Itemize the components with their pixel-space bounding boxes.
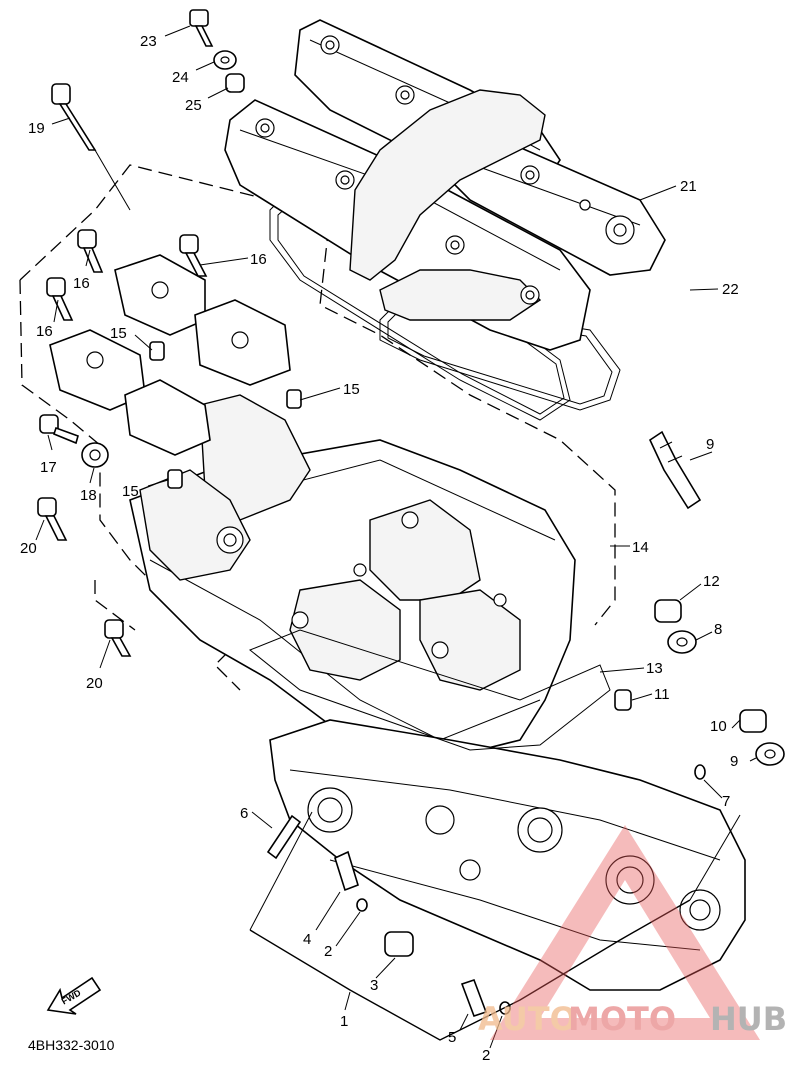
plug-3 <box>384 931 414 957</box>
valve-cover-assembly <box>224 19 666 421</box>
bolt-16b <box>179 234 208 277</box>
washer-9b <box>755 742 785 766</box>
leader-lines <box>35 25 757 1049</box>
washer-9a <box>667 630 697 654</box>
watermark-logo: AUTO MOTO HUB <box>478 825 787 1040</box>
callout-9b: 9 <box>730 753 738 770</box>
o-ring-7 <box>694 764 706 780</box>
callout-3: 3 <box>370 977 378 994</box>
callout-5: 5 <box>448 1029 456 1046</box>
watermark-text-moto: MOTO <box>568 1000 676 1038</box>
callout-24: 24 <box>172 69 189 86</box>
callout-25: 25 <box>185 97 202 114</box>
callout-9a: 8 <box>714 621 722 638</box>
callout-15c: 15 <box>122 483 139 500</box>
callout-15a: 15 <box>110 325 127 342</box>
callout-4: 4 <box>303 931 311 948</box>
document-number: 4BH332-3010 <box>28 1037 115 1053</box>
bolt-16a <box>77 229 104 273</box>
dowel-15 <box>149 341 302 489</box>
callout-17: 17 <box>40 459 57 476</box>
cap-nut-10 <box>739 709 767 733</box>
stud-6 <box>266 814 302 860</box>
washer-24 <box>213 50 237 70</box>
cam-caps <box>49 254 291 456</box>
callout-10: 10 <box>710 718 727 735</box>
callout-18: 18 <box>80 487 97 504</box>
callout-2a: 2 <box>324 943 332 960</box>
callout-19: 19 <box>28 120 45 137</box>
bolt-16c <box>46 277 74 321</box>
callout-7: 7 <box>722 793 730 810</box>
head-gasket <box>249 629 611 751</box>
guide-5 <box>460 978 488 1018</box>
callout-20b: 20 <box>86 675 103 692</box>
callout-23: 23 <box>140 33 157 50</box>
callout-11: 12 <box>703 573 720 590</box>
callout-2b: 2 <box>482 1047 490 1064</box>
watermark-text-hub: HUB <box>710 1000 787 1038</box>
clip-2a <box>356 898 368 912</box>
spark-plug-8 <box>648 430 702 510</box>
watermark-text-auto: AUTO <box>478 1000 577 1038</box>
callout-21: 21 <box>680 178 697 195</box>
forward-arrow: FWD <box>46 976 102 1015</box>
callout-16b: 16 <box>250 251 267 268</box>
bolt-20a <box>37 497 68 541</box>
callout-13: 13 <box>646 660 663 677</box>
callout-20a: 20 <box>20 540 37 557</box>
callout-22: 22 <box>722 281 739 298</box>
cap-nut-11 <box>654 599 682 623</box>
bolt-20b <box>104 619 132 657</box>
cylinder-head <box>129 394 746 991</box>
grommet-25 <box>225 73 245 93</box>
callout-8: 9 <box>706 436 714 453</box>
washer-18 <box>81 442 109 468</box>
callout-15b: 15 <box>343 381 360 398</box>
callout-1: 1 <box>340 1013 348 1030</box>
watermark-triangle-icon <box>490 825 760 1040</box>
guide-4 <box>334 850 359 892</box>
callout-12: 11 <box>654 686 670 703</box>
callout-6: 6 <box>240 805 248 822</box>
callout-16c: 16 <box>36 323 53 340</box>
bolt-17 <box>39 414 79 445</box>
bolt-23 <box>189 9 214 47</box>
callout-16a: 16 <box>73 275 90 292</box>
callout-14: 14 <box>632 539 649 556</box>
callout-labels: 23 24 25 19 21 16 16 22 16 15 15 9 17 15… <box>20 33 739 1064</box>
dowel-12 <box>614 689 632 711</box>
bolt-19 <box>51 83 97 151</box>
